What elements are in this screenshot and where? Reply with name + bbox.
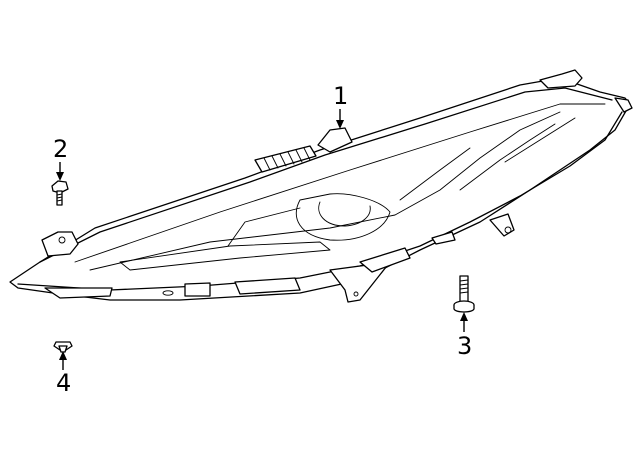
adjuster-ribs: [254, 145, 317, 173]
headlamp-assembly-icon: [9, 69, 633, 303]
callout-1-label: 1: [333, 82, 348, 110]
callout-1: 1: [333, 82, 348, 129]
bolt-icon: [453, 275, 475, 313]
clip-nut-icon: [53, 341, 73, 353]
callout-3: 3: [457, 312, 472, 360]
callout-3-label: 3: [457, 332, 472, 360]
callout-2-label: 2: [53, 135, 68, 163]
callout-4-label: 4: [56, 369, 71, 397]
screw-icon: [51, 180, 69, 206]
callout-2: 2: [53, 135, 68, 181]
callout-4: 4: [56, 351, 71, 397]
